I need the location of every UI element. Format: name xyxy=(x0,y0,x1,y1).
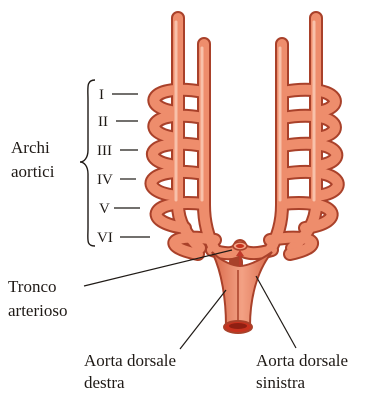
truncus-opening-icon xyxy=(233,242,247,250)
truncus-leader-line xyxy=(84,250,232,286)
right-dorsal-label-line1: Aorta dorsale xyxy=(84,351,176,370)
arch-label-2: II xyxy=(98,114,108,130)
arch-label-4: IV xyxy=(97,172,113,188)
truncus-label-line1: Tronco xyxy=(8,277,57,296)
arch-label-5: V xyxy=(99,201,110,217)
arch-label-6: VI xyxy=(97,230,113,246)
right-dorsal-label-line2: destra xyxy=(84,373,125,392)
left-dorsal-label-line1: Aorta dorsale xyxy=(256,351,348,370)
left-dorsal-label-line2: sinistra xyxy=(256,373,306,392)
arch-label-1: I xyxy=(99,87,104,103)
truncus-label-line2: arterioso xyxy=(8,301,67,320)
curly-brace-icon xyxy=(80,80,95,246)
arch-label-3: III xyxy=(97,143,112,159)
group-label-line2: aortici xyxy=(11,162,55,181)
group-label-line1: Archi xyxy=(11,138,50,157)
arch-labels: I II III IV V VI xyxy=(80,80,150,246)
left-dorsal-leader-line xyxy=(256,276,296,348)
right-dorsal-leader-line xyxy=(180,290,226,349)
